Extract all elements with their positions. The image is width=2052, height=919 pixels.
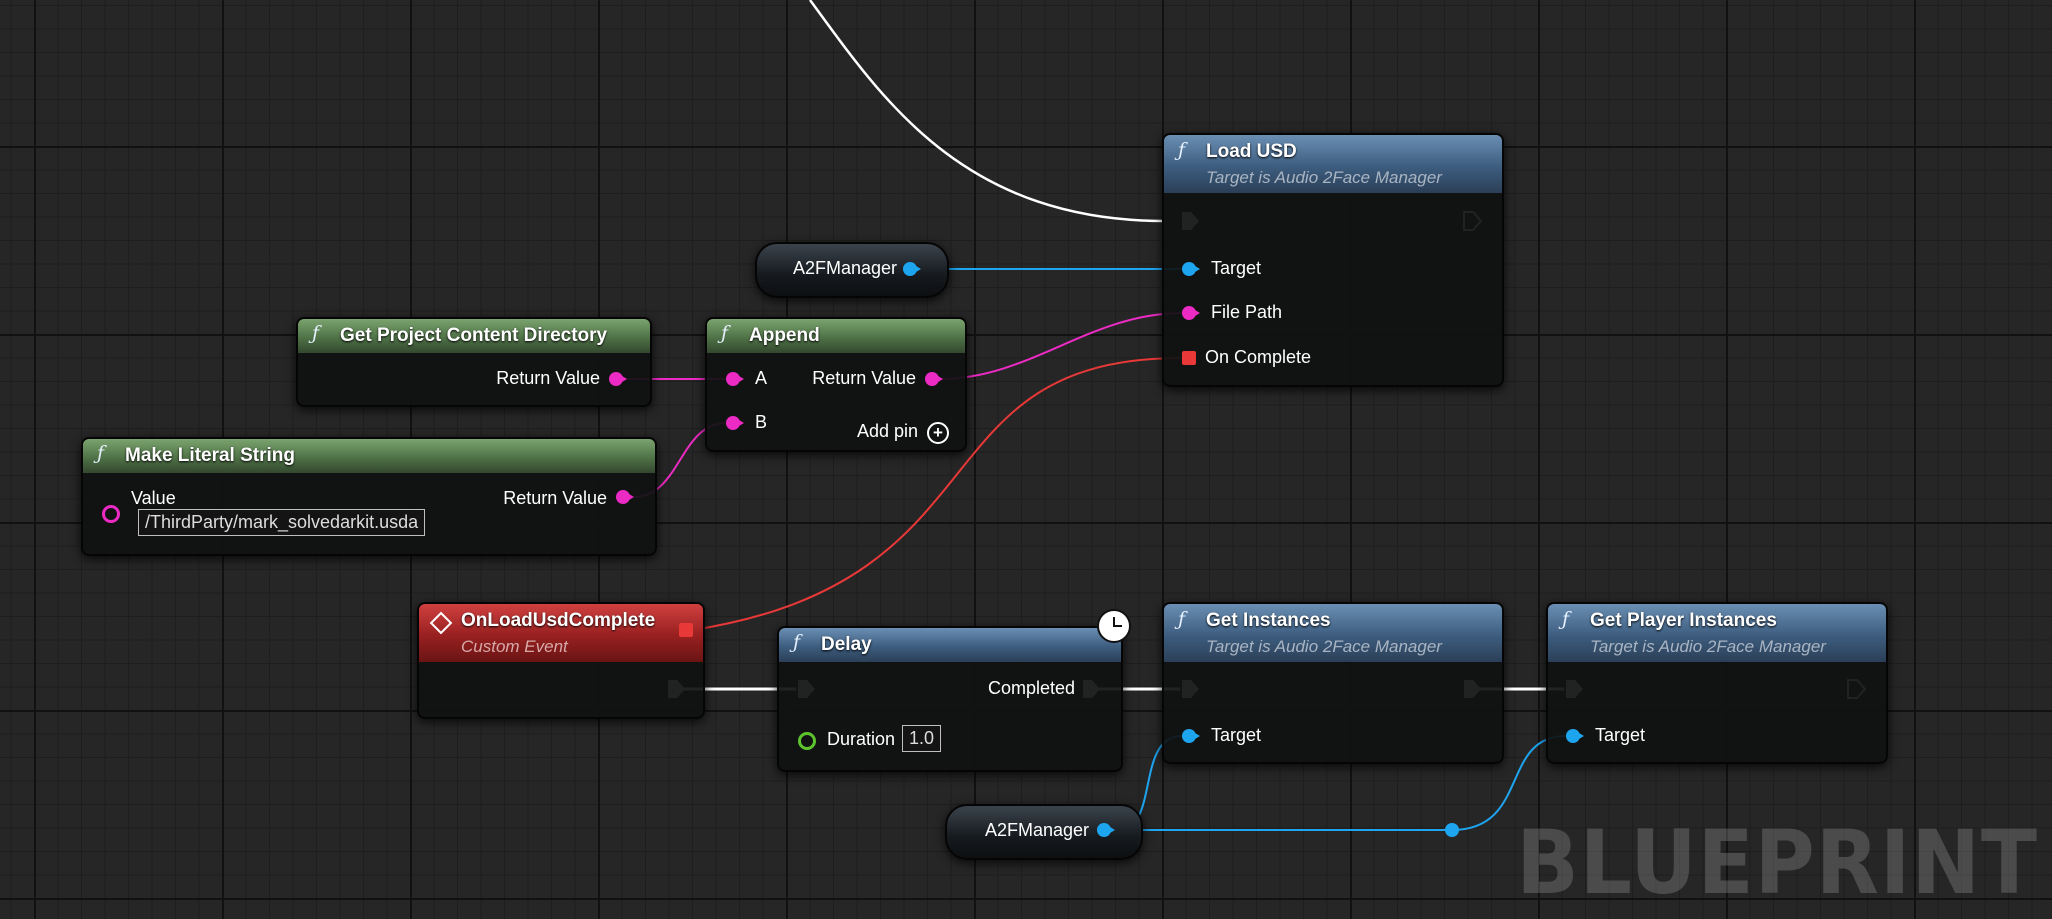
a-pin-label: A	[755, 368, 768, 388]
target-pin-label: Target	[1211, 258, 1262, 278]
completed-pin-label: Completed	[987, 678, 1075, 698]
return-value-pin[interactable]	[925, 372, 943, 386]
node-header: ƒ Append	[707, 319, 965, 353]
on-complete-pin[interactable]	[1182, 351, 1196, 365]
exec-wire-incoming	[808, 0, 1163, 223]
return-value-label: Return Value	[503, 488, 607, 508]
node-title: Load USD	[1206, 141, 1297, 162]
duration-pin-label: Duration	[827, 729, 896, 749]
node-subtitle: Target is Audio 2Face Manager	[1206, 637, 1442, 656]
node-header: ƒ Make Literal String	[83, 439, 655, 473]
string-wire-append-out	[939, 312, 1183, 380]
file-path-pin-label: File Path	[1211, 302, 1283, 322]
duration-pin[interactable]	[798, 732, 816, 750]
node-subtitle: Custom Event	[461, 637, 568, 656]
node-title: OnLoadUsdComplete	[461, 610, 656, 631]
node-title: Append	[749, 325, 820, 346]
a2fmanager-output-pin[interactable]	[903, 262, 921, 276]
target-pin-label: Target	[1211, 725, 1262, 745]
node-subtitle: Target is Audio 2Face Manager	[1206, 168, 1442, 187]
return-value-pin[interactable]	[616, 490, 634, 504]
target-pin[interactable]	[1566, 729, 1584, 743]
event-icon	[429, 611, 453, 635]
a-pin[interactable]	[726, 372, 744, 386]
function-icon: ƒ	[312, 322, 320, 344]
on-load-usd-complete-event-node[interactable]: OnLoadUsdComplete Custom Event	[417, 602, 705, 719]
node-header: ƒ Load USD Target is Audio 2Face Manager	[1164, 135, 1502, 193]
getter-label: A2FManager	[793, 258, 898, 278]
load-usd-node[interactable]: ƒ Load USD Target is Audio 2Face Manager	[1162, 133, 1504, 387]
file-path-pin[interactable]	[1182, 306, 1200, 320]
add-pin-icon[interactable]: +	[927, 422, 949, 444]
function-icon: ƒ	[1562, 608, 1570, 630]
b-pin[interactable]	[726, 416, 744, 430]
function-icon: ƒ	[793, 631, 801, 653]
make-literal-string-node[interactable]: ƒ Make Literal String	[81, 437, 657, 556]
node-header: OnLoadUsdComplete Custom Event	[419, 604, 703, 662]
value-input[interactable]: /ThirdParty/mark_solvedarkit.usda	[138, 509, 426, 536]
get-player-instances-node[interactable]: ƒ Get Player Instances Target is Audio 2…	[1546, 602, 1888, 764]
node-title: Get Instances	[1206, 610, 1331, 631]
get-project-content-directory-node[interactable]: ƒ Get Project Content Directory	[296, 317, 652, 407]
return-value-label: Return Value	[812, 368, 916, 388]
node-title: Delay	[821, 634, 872, 655]
function-icon: ƒ	[1178, 139, 1186, 161]
value-pin[interactable]	[102, 505, 120, 523]
node-header: ƒ Get Instances Target is Audio 2Face Ma…	[1164, 604, 1502, 662]
get-instances-node[interactable]: ƒ Get Instances Target is Audio 2Face Ma…	[1162, 602, 1504, 764]
node-header: ƒ Delay	[779, 628, 1121, 662]
node-subtitle: Target is Audio 2Face Manager	[1590, 637, 1826, 656]
target-pin-label: Target	[1595, 725, 1646, 745]
event-delegate-pin[interactable]	[679, 623, 693, 637]
node-title: Make Literal String	[125, 445, 295, 466]
node-header: ƒ Get Player Instances Target is Audio 2…	[1548, 604, 1886, 662]
reroute-node[interactable]	[1445, 823, 1459, 837]
value-pin-label: Value	[131, 488, 176, 508]
function-icon: ƒ	[1178, 608, 1186, 630]
delay-node[interactable]: ƒ Delay	[777, 626, 1123, 772]
node-title: Get Player Instances	[1590, 610, 1777, 631]
duration-input[interactable]: 1.0	[902, 725, 942, 752]
b-pin-label: B	[755, 412, 768, 432]
function-icon: ƒ	[721, 322, 729, 344]
function-icon: ƒ	[97, 442, 105, 464]
getter-label: A2FManager	[985, 820, 1090, 840]
on-complete-pin-label: On Complete	[1205, 347, 1312, 367]
target-pin[interactable]	[1182, 262, 1200, 276]
a2fmanager-output-pin[interactable]	[1097, 823, 1115, 837]
target-pin[interactable]	[1182, 729, 1200, 743]
blueprint-watermark: BLUEPRINT	[1516, 812, 2038, 915]
add-pin-label: Add pin	[856, 421, 918, 441]
return-value-label: Return Value	[496, 368, 600, 388]
clock-icon	[1097, 609, 1131, 643]
node-title: Get Project Content Directory	[340, 325, 608, 346]
return-value-pin[interactable]	[609, 372, 627, 386]
node-header: ƒ Get Project Content Directory	[298, 319, 650, 353]
